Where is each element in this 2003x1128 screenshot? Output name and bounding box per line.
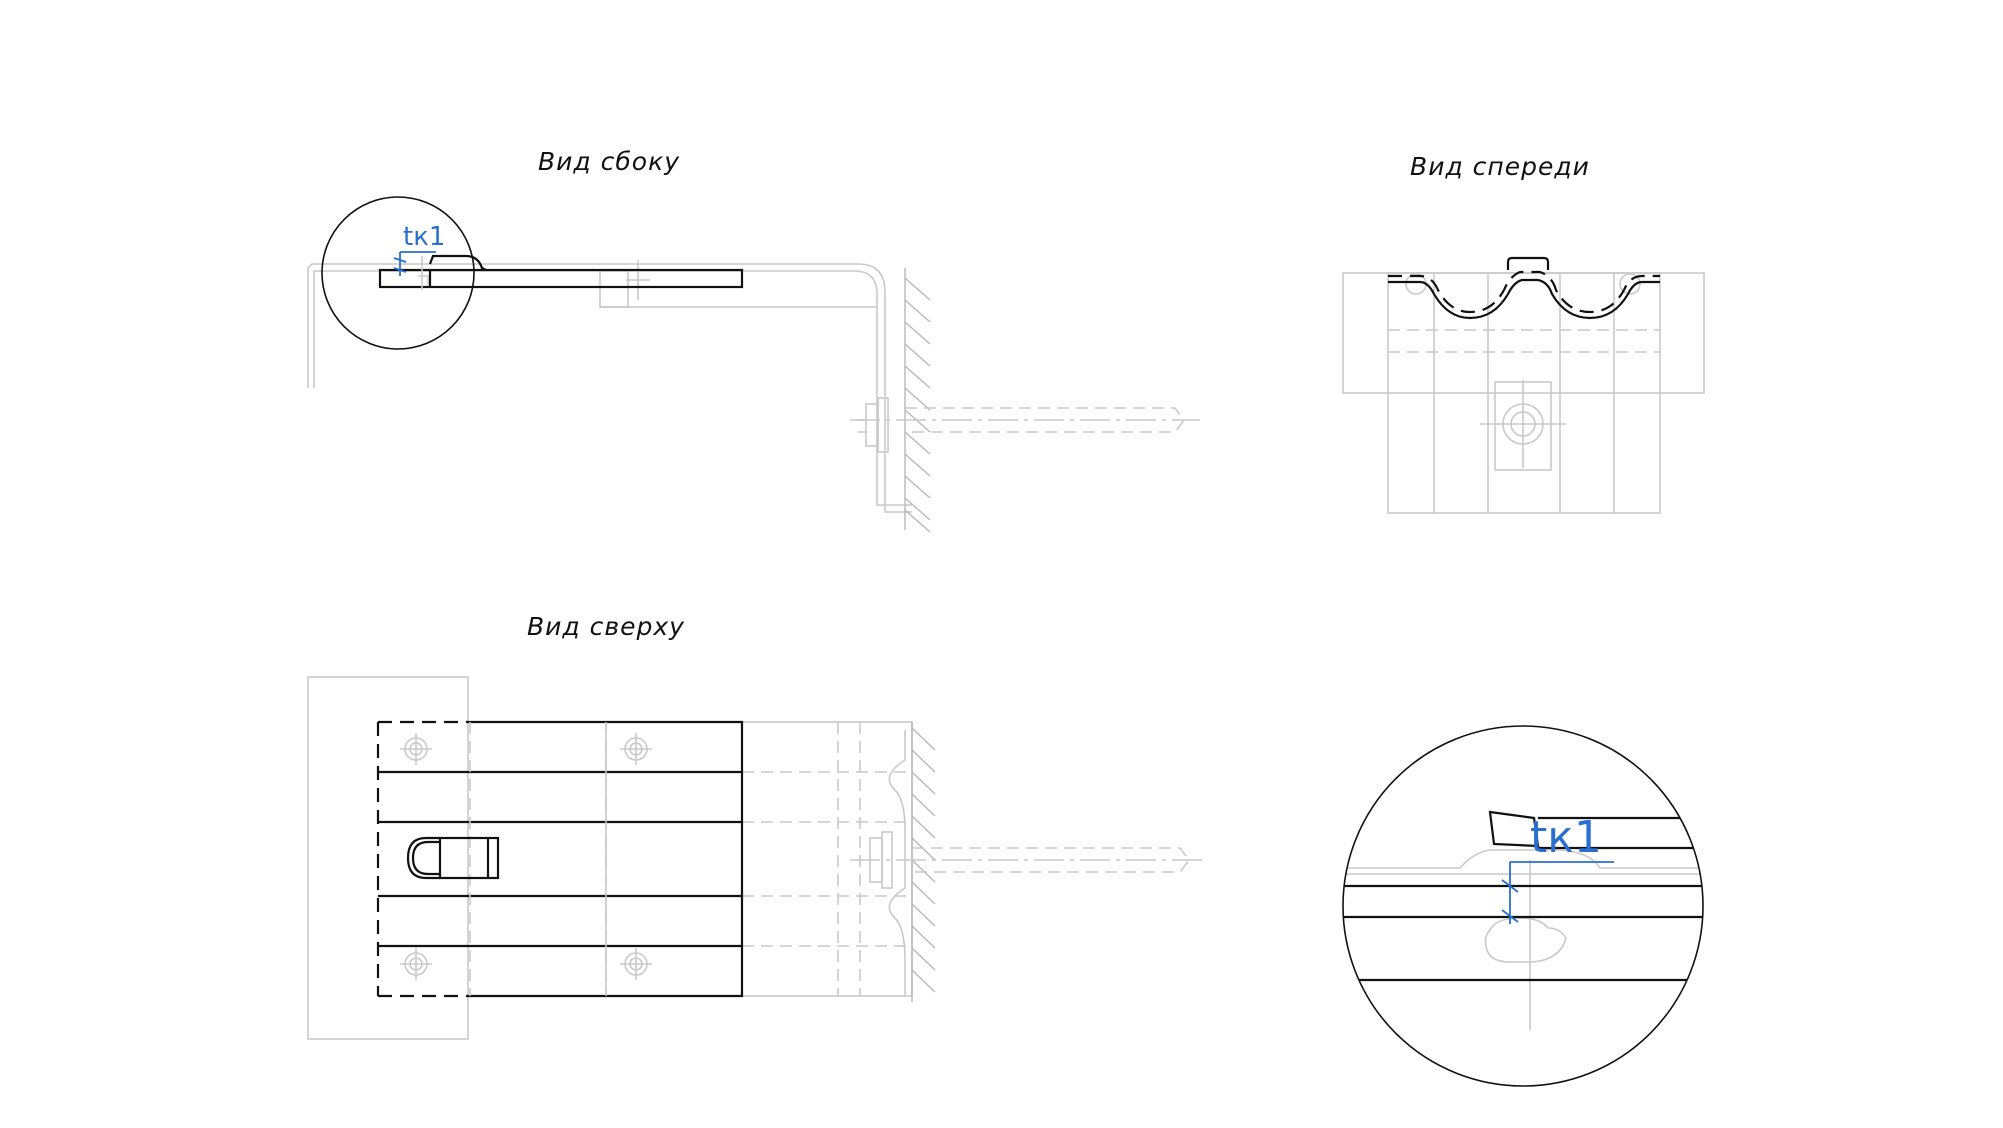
- side-dimension-label: tк1: [403, 222, 445, 252]
- screw-icon: [400, 733, 432, 765]
- detail-view: tк1: [1342, 725, 1704, 1087]
- front-view-title: Вид спереди: [1410, 152, 1590, 181]
- screw-icon: [620, 733, 652, 765]
- screw-icon: [620, 948, 652, 980]
- screw-icon: [400, 948, 432, 980]
- top-view: Вид сверху: [307, 612, 1205, 1040]
- front-view: Вид спереди: [1342, 152, 1705, 514]
- detail-circle: [1342, 725, 1704, 1087]
- side-view: Вид сбоку: [307, 147, 1200, 533]
- side-view-title: Вид сбоку: [538, 147, 680, 176]
- detail-callout-circle: [321, 196, 475, 350]
- detail-dimension-label: tк1: [1530, 812, 1602, 863]
- wall-hatching-top: [911, 727, 936, 993]
- top-view-title: Вид сверху: [527, 612, 685, 641]
- wall-hatching: [904, 277, 931, 533]
